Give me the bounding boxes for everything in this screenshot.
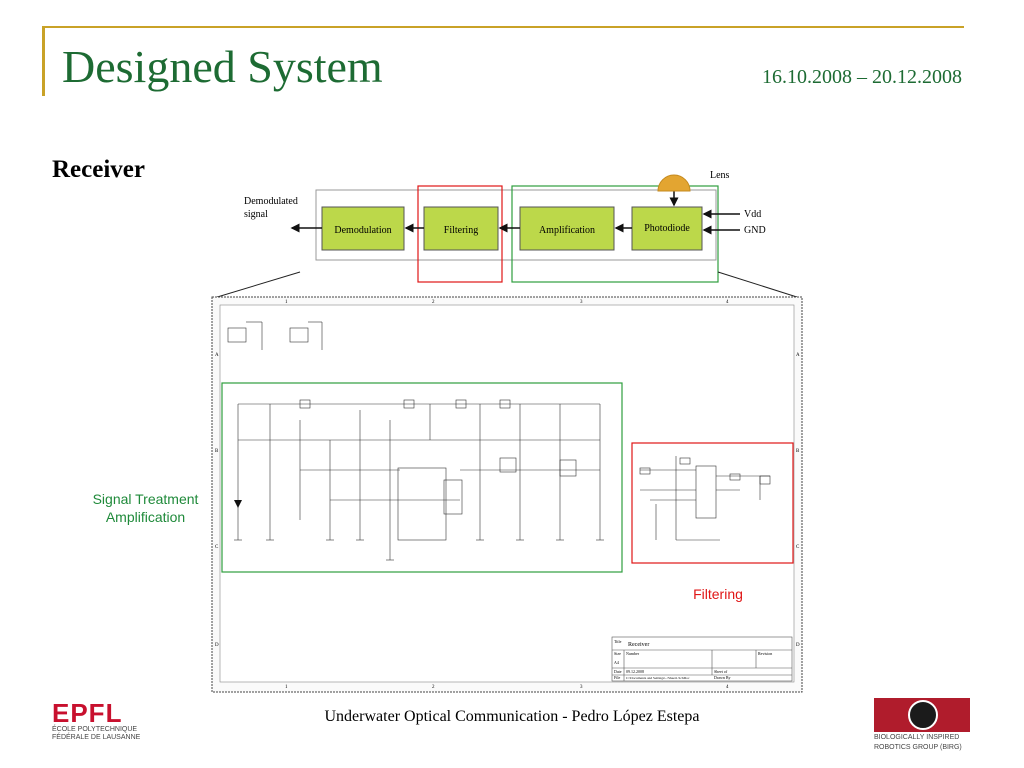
filtering-annotation: Filtering — [693, 586, 743, 602]
lens-label: Lens — [710, 170, 730, 181]
gnd-label: GND — [744, 225, 766, 236]
col-number: 3 — [580, 300, 583, 305]
title-block-file-value: C:\Documents and Settings\..\Sheet1.SchD… — [626, 676, 690, 680]
row-letter: B — [215, 449, 219, 454]
demodulation-block — [321, 206, 405, 251]
birg-logo-mark — [874, 698, 970, 732]
row-letter: B — [796, 449, 800, 454]
epfl-logo-line1: ÉCOLE POLYTECHNIQUE — [52, 726, 138, 733]
receiver-block-diagram: Demodulation Filtering Amplification Pho… — [213, 170, 801, 299]
title-block-drawn-key: Drawn By — [714, 675, 731, 680]
title-block-title-key: Title — [614, 639, 622, 644]
filtering-region — [631, 442, 794, 564]
demodulation-label: Demodulation — [334, 225, 391, 236]
title-block-file-key: File — [614, 675, 620, 680]
zoom-line-right — [717, 271, 801, 299]
epfl-logo-mark: EPFL — [52, 698, 123, 728]
zoom-line-left — [213, 271, 301, 299]
filtering-highlight — [417, 185, 503, 283]
amplification-block-label: Amplification — [539, 225, 595, 236]
amplification-annotation: Signal Treatment Amplification — [78, 490, 213, 526]
row-letter: C — [215, 545, 219, 550]
amplification-circuit — [237, 399, 601, 560]
photodiode-label: Photodiode — [644, 223, 690, 234]
row-letter: A — [796, 353, 800, 358]
lens-icon — [657, 174, 691, 192]
power-connectors — [227, 321, 323, 350]
amplification-annotation-line1: Signal Treatment — [92, 491, 199, 507]
title-block-date-value: 09.12.2008 — [626, 669, 644, 674]
epfl-logo-line2: FÉDÉRALE DE LAUSANNE — [52, 734, 141, 741]
filtering-circuit — [639, 456, 771, 541]
salamander-icon — [908, 700, 938, 730]
birg-logo-line2: ROBOTICS GROUP (BIRG) — [874, 744, 962, 751]
title-block-date-key: Date — [614, 669, 622, 674]
vdd-label: Vdd — [744, 209, 761, 220]
title-block-revision-key: Revision — [758, 651, 772, 656]
row-letter: D — [796, 643, 800, 648]
title-block-size-value: A4 — [614, 660, 619, 665]
col-number: 1 — [285, 300, 288, 305]
footer-text: Underwater Optical Communication - Pedro… — [324, 708, 700, 725]
col-number: 2 — [432, 685, 435, 690]
title-rule — [44, 26, 964, 28]
filtering-block-label: Filtering — [444, 225, 478, 236]
col-number: 1 — [285, 685, 288, 690]
col-number: 4 — [726, 685, 729, 690]
row-letter: C — [796, 545, 800, 550]
title-block-size-key: Size — [614, 651, 621, 656]
amplification-region — [221, 382, 623, 573]
photodiode-block — [631, 206, 703, 251]
col-number: 4 — [726, 300, 729, 305]
row-letter: D — [215, 643, 219, 648]
output-label-line1: Demodulated — [244, 196, 298, 207]
title-block-sheet-key: Sheet of — [714, 669, 728, 674]
photodiode-symbol — [234, 500, 242, 508]
date-range: 16.10.2008 – 20.12.2008 — [762, 66, 962, 88]
birg-logo: BIOLOGICALLY INSPIRED ROBOTICS GROUP (BI… — [874, 698, 974, 752]
block-diagram-frame — [315, 189, 717, 261]
col-number: 3 — [580, 685, 583, 690]
amplification-annotation-line2: Amplification — [105, 509, 186, 525]
amplification-highlight — [511, 185, 719, 283]
schematic-inner-border — [219, 304, 795, 683]
ground-symbols — [234, 539, 604, 561]
output-label-line2: signal — [244, 209, 268, 220]
birg-logo-line1: BIOLOGICALLY INSPIRED — [874, 734, 960, 741]
title-block-title-value: Receiver — [628, 642, 649, 648]
slide-title: Designed System — [62, 41, 383, 92]
epfl-logo: EPFL ÉCOLE POLYTECHNIQUE FÉDÉRALE DE LAU… — [52, 700, 152, 742]
title-block-number-key: Number — [626, 651, 640, 656]
col-number: 2 — [432, 300, 435, 305]
section-heading: Receiver — [52, 156, 145, 183]
title-bar-accent — [42, 26, 45, 96]
title-block — [611, 636, 793, 682]
row-letter: A — [215, 353, 219, 358]
